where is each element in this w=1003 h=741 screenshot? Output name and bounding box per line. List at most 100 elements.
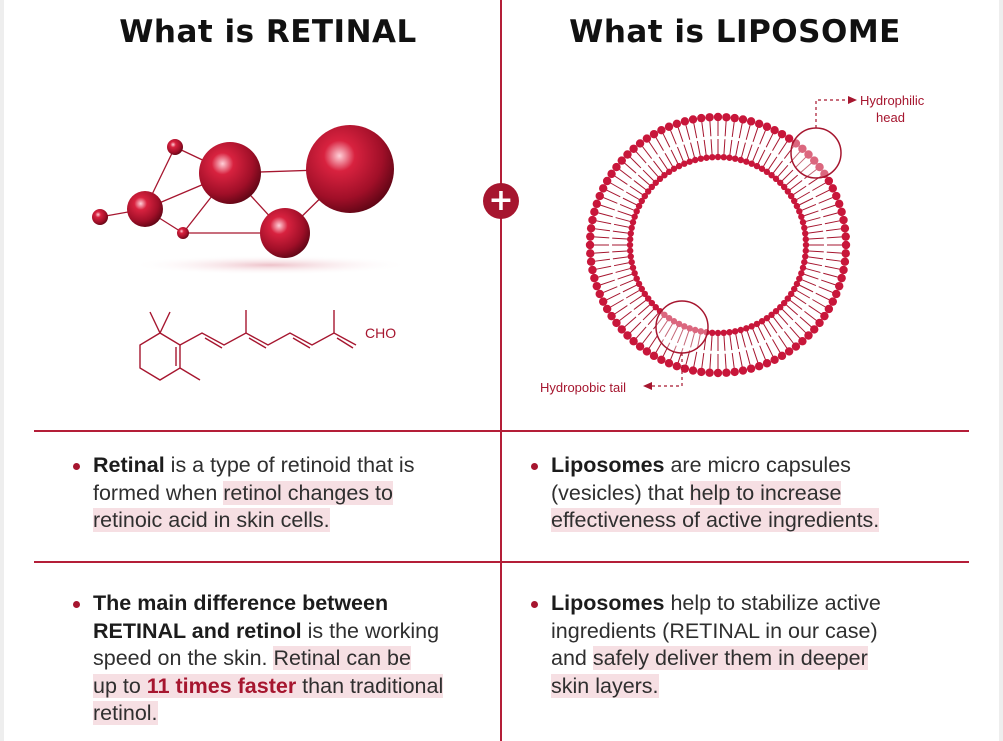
atom-large-2 (306, 125, 394, 213)
liposome-term: Liposomes (551, 591, 665, 615)
lipid-head (720, 153, 727, 161)
lipid-head (753, 162, 761, 170)
lipid-head (681, 160, 688, 167)
lipid-head (784, 134, 794, 143)
lipid-head (754, 362, 764, 371)
lipid-head (595, 191, 604, 201)
highlight-span: help to increase (689, 480, 842, 505)
lipid-head (672, 362, 682, 371)
lipid-head (642, 134, 652, 143)
lipid-head (670, 165, 678, 172)
highlight-span: up to (93, 673, 147, 698)
lipid-head (828, 184, 837, 193)
lipid-head (770, 355, 779, 364)
lipid-head (688, 115, 698, 124)
lipid-head (804, 331, 813, 340)
lipid-head (801, 224, 808, 232)
lipid-head (828, 297, 837, 306)
lipid-head (692, 156, 699, 164)
lipid-head (627, 253, 634, 260)
lipid-head (703, 154, 710, 161)
lipid-head (665, 314, 673, 322)
lipid-head (656, 175, 664, 183)
lipid-head (588, 215, 597, 225)
highlight-span: skin layers. (551, 673, 659, 698)
lipid-head (642, 347, 652, 356)
lipid-head (652, 179, 659, 186)
retinal-term: Retinal (93, 453, 165, 477)
lipid-head (648, 299, 656, 307)
lipid-head (607, 169, 616, 179)
lipid-head (599, 297, 608, 306)
hydrophobic-tail-label: Hydropobic tail (540, 380, 626, 395)
plus-circle-icon: + (483, 183, 519, 219)
lipid-head (680, 117, 690, 126)
lipid-head (802, 241, 810, 249)
lipid-head (627, 230, 634, 237)
lipid-head (762, 359, 772, 368)
lipid-head (638, 197, 645, 205)
lipid-head (796, 208, 803, 215)
tail-pointer-line (652, 353, 683, 387)
atom-small-1 (92, 209, 108, 225)
lipid-head (802, 247, 810, 254)
lipid-head (802, 230, 809, 237)
lipid-head (763, 168, 771, 176)
lipid-head (784, 188, 792, 195)
lipid-head (602, 304, 612, 314)
lipid-head (730, 113, 739, 123)
lipid-head (612, 162, 621, 172)
lipid-head (713, 112, 723, 122)
lipid-head (768, 171, 775, 179)
lipid-head (784, 347, 794, 356)
lipid-head (837, 273, 846, 283)
lipid-head (631, 213, 638, 220)
lipid-head (657, 355, 666, 364)
lipid-head (762, 122, 772, 131)
lipid-head (839, 265, 848, 275)
lipid-head (777, 129, 787, 139)
lipid-head (841, 249, 850, 258)
right-frame (999, 0, 1003, 741)
head-pointer-line (815, 99, 848, 128)
lipid-head (726, 154, 733, 161)
lipid-head (612, 318, 621, 328)
lipid-head (617, 325, 626, 334)
lipid-bilayer-ring (585, 112, 851, 378)
lipid-head (628, 258, 635, 266)
text-span: help to stabilize active (664, 591, 881, 615)
lipid-head (802, 253, 809, 260)
lipid-head (590, 207, 599, 217)
lipid-head (791, 342, 801, 351)
center-divider (500, 0, 502, 741)
lipid-head (743, 158, 750, 165)
lipid-head (793, 202, 801, 210)
lipid-head (664, 359, 674, 368)
highlight-span: safely deliver them in deeper (592, 646, 868, 670)
lipid-head (753, 320, 761, 328)
lipid-head (777, 179, 784, 186)
lipid-head (714, 153, 722, 161)
lipid-head (791, 285, 798, 293)
highlight-span: retinol. (93, 701, 158, 725)
lipid-head (586, 224, 596, 233)
lipid-head (820, 311, 829, 321)
lipid-head (644, 188, 652, 195)
lipid-head (835, 281, 844, 291)
retinal-definition: Retinal is a type of retinoid that is fo… (73, 452, 493, 535)
atom-small-2 (167, 139, 183, 155)
lipid-head (631, 270, 638, 277)
lipid-head (665, 168, 673, 176)
highlight-span: Retinal can be (273, 646, 411, 670)
lipid-head (586, 232, 595, 241)
text-span: formed when (93, 480, 224, 505)
lipid-head (787, 290, 795, 298)
lipid-head (595, 289, 604, 299)
lipid-head (657, 126, 666, 135)
retinal-vs-retinol: The main difference between RETINAL and … (73, 590, 493, 728)
lipid-head (737, 156, 744, 164)
lipid-head (714, 329, 722, 337)
lipid-head (623, 150, 632, 159)
lipid-head (649, 129, 659, 139)
lipid-head (799, 264, 807, 271)
